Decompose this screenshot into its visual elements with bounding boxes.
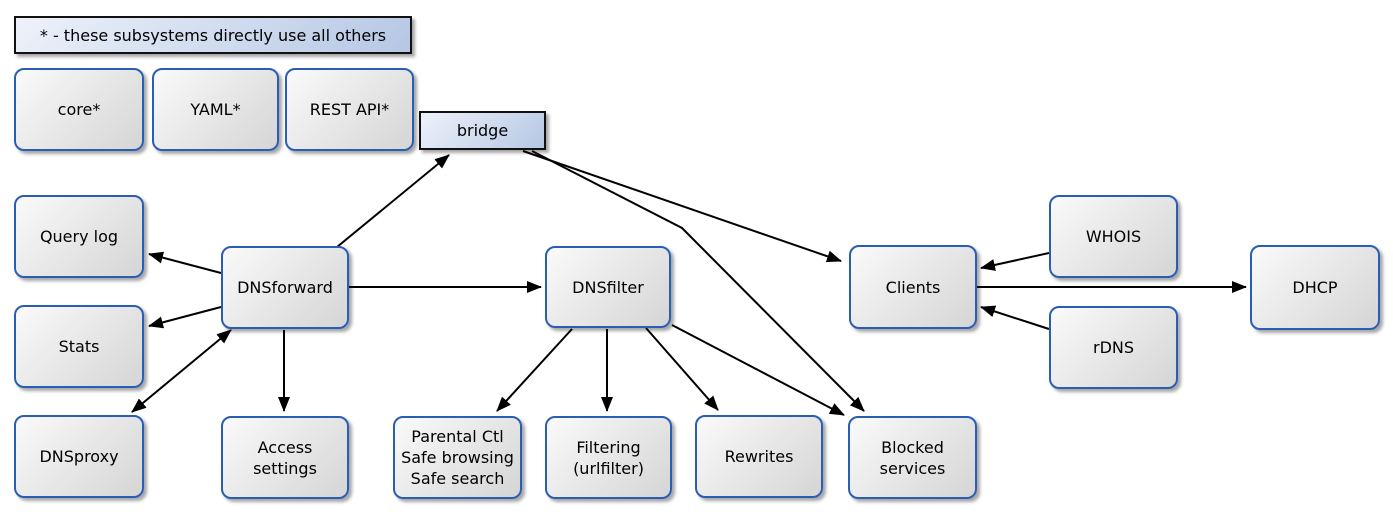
edge-bridge-to-blocked-services (531, 150, 865, 412)
edge-dnsfilter-to-rewrites (645, 327, 719, 411)
edge-bridge-to-clients (522, 150, 842, 263)
edge-rdns-to-clients (980, 305, 1050, 330)
edge-dnsforward-to-stats (148, 306, 222, 329)
edge-dnsforward-to-query-log (148, 251, 222, 274)
edge-whois-to-clients (980, 252, 1050, 271)
edges-group (131, 150, 1247, 416)
edge-dnsfilter-to-parental (496, 328, 573, 412)
edge-dnsfilter-to-blocked-services (671, 324, 845, 416)
edge-dnsforward-to-bridge (336, 154, 450, 248)
edge-dnsforward-to-dnsproxy (131, 329, 232, 413)
